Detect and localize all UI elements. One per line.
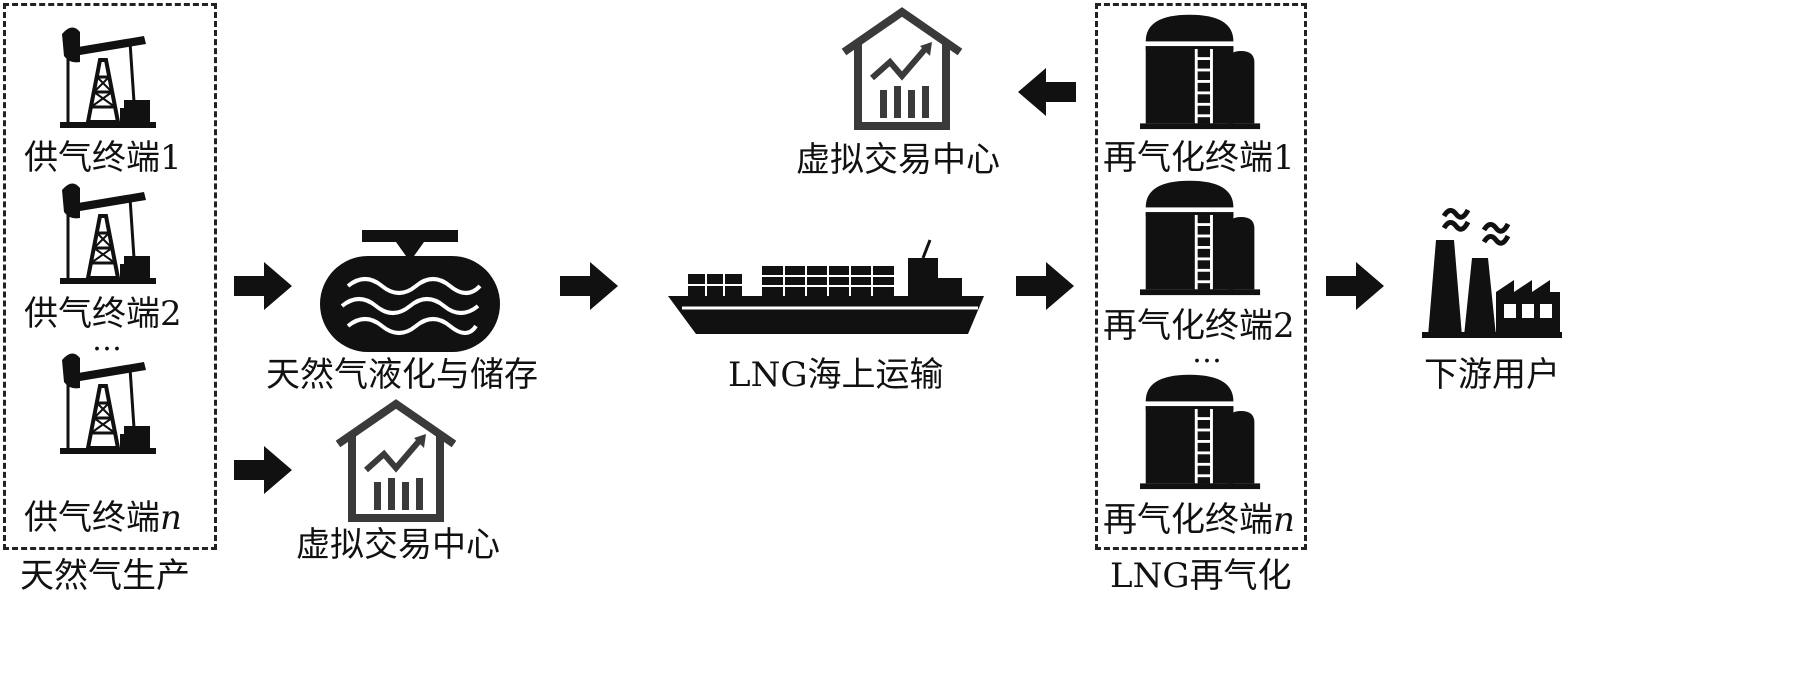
regasification-ellipsis: … (1192, 335, 1224, 370)
regasification-group-box (1095, 3, 1307, 550)
regas-terminal-2-label: 再气化终端2 (1103, 306, 1295, 346)
arrow-to-liquefaction (234, 262, 292, 310)
arrow-to-lower-trading-center (234, 446, 292, 494)
upper-trading-center-label: 虚拟交易中心 (796, 140, 1000, 180)
arrow-to-upper-trading-center (1018, 68, 1076, 116)
arrow-to-downstream (1326, 262, 1384, 310)
supply-terminal-n-suffix: n (160, 498, 182, 538)
lower-trading-center-label: 虚拟交易中心 (296, 525, 500, 565)
production-ellipsis: … (92, 323, 124, 358)
shipping-label: LNG海上运输 (728, 355, 944, 395)
supply-terminal-1-label: 供气终端1 (24, 138, 182, 178)
supply-terminal-2-label: 供气终端2 (24, 294, 182, 334)
oil-pump-jack-icon (58, 351, 158, 456)
production-group-label: 天然气生产 (20, 556, 190, 596)
regas-terminal-n-suffix: n (1273, 500, 1295, 540)
oil-pump-jack-icon (58, 25, 158, 130)
arrow-to-regasification (1016, 262, 1074, 310)
liquefaction-label: 天然气液化与储存 (266, 355, 538, 395)
trading-house-icon (838, 6, 966, 134)
production-group-box (3, 3, 217, 550)
regas-tank-icon (1140, 373, 1262, 491)
downstream-users-label: 下游用户 (1424, 355, 1560, 395)
regas-tank-icon (1140, 179, 1262, 297)
oil-pump-jack-icon (58, 181, 158, 286)
trading-house-icon (332, 398, 460, 526)
regas-terminal-1-label: 再气化终端1 (1103, 138, 1295, 178)
supply-terminal-n-label: 供气终端n (24, 498, 182, 538)
factory-icon (1422, 208, 1562, 338)
lng-carrier-ship-icon (668, 239, 984, 334)
regas-tank-icon (1140, 13, 1262, 131)
lng-storage-tank-icon (320, 230, 500, 352)
regas-terminal-n-text: 再气化终端 (1103, 500, 1273, 540)
supply-terminal-n-text: 供气终端 (24, 498, 160, 538)
regasification-group-label: LNG再气化 (1110, 556, 1292, 596)
arrow-to-shipping (560, 262, 618, 310)
regas-terminal-n-label: 再气化终端n (1103, 500, 1295, 540)
